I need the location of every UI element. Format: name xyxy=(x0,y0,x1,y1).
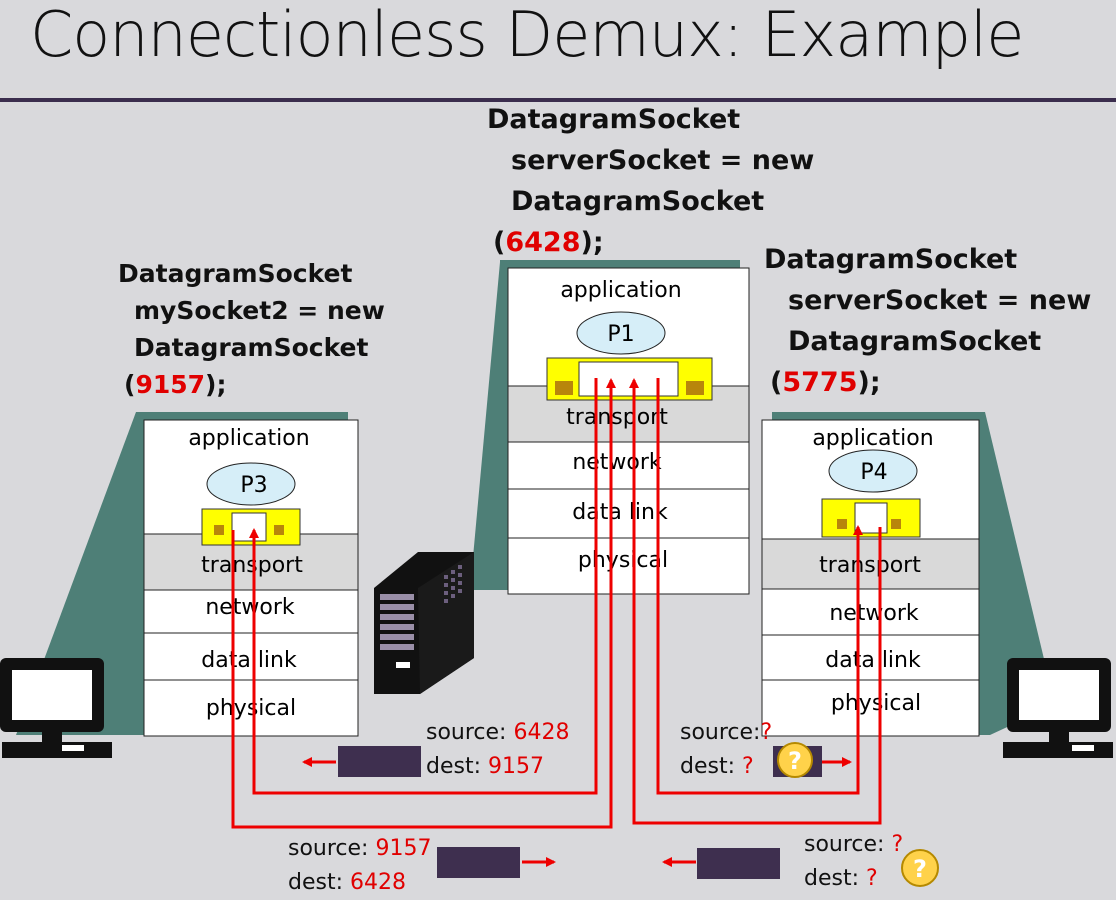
left-layer-transport: transport xyxy=(201,553,303,578)
server-protocol-stack: application transport network data link … xyxy=(507,267,750,595)
question-mark-icon: ? xyxy=(777,742,813,778)
packet-reply-left xyxy=(338,746,421,777)
server-process-bubble xyxy=(576,311,666,355)
server-layer-physical: physical xyxy=(578,548,668,573)
right-code-line3: DatagramSocket xyxy=(788,326,1042,357)
datagram-paths xyxy=(231,378,882,829)
path-p4-to-server xyxy=(629,378,882,825)
right-process-label: P4 xyxy=(860,460,887,485)
server-layer-network: network xyxy=(572,450,662,475)
reply-right-source: source:? xyxy=(680,720,773,745)
reply-right-dest: dest: ? xyxy=(680,754,754,779)
segment-label-request-left: source: 9157 dest: 6428 xyxy=(288,832,431,900)
left-code-line3: DatagramSocket xyxy=(134,333,369,362)
left-protocol-stack: application transport network data link … xyxy=(143,419,359,737)
desktop-computer-icon xyxy=(0,658,112,758)
server-socket-code: DatagramSocket serverSocket = new Datagr… xyxy=(487,99,814,263)
packet-request-left xyxy=(437,847,520,878)
segment-label-request-right: source: ? dest: ? xyxy=(804,828,903,896)
right-code-line2: serverSocket = new xyxy=(788,285,1092,316)
segment-label-reply-left: source: 6428 dest: 9157 xyxy=(426,716,569,784)
right-layer-physical: physical xyxy=(831,691,921,716)
request-left-source: source: 9157 xyxy=(288,836,432,861)
packet-request-right xyxy=(697,848,780,879)
path-server-to-p4 xyxy=(656,378,863,795)
right-layer-transport: transport xyxy=(819,553,921,578)
segment-label-reply-right: source:? dest: ? xyxy=(680,716,772,784)
left-process-bubble xyxy=(206,462,296,506)
left-port: 9157 xyxy=(135,370,206,399)
right-layer-network: network xyxy=(829,601,919,626)
request-right-source: source: ? xyxy=(804,832,904,857)
path-p3-to-server xyxy=(231,378,616,829)
svg-text:?: ? xyxy=(913,855,927,883)
server-tower-icon xyxy=(374,552,474,694)
server-socket xyxy=(546,357,713,401)
left-code-line2: mySocket2 = new xyxy=(134,296,385,325)
right-code-line4: (5775); xyxy=(770,367,881,398)
left-code-line1: DatagramSocket xyxy=(118,259,353,288)
server-layer-transport: transport xyxy=(566,405,668,430)
server-layer-datalink: data link xyxy=(572,500,668,525)
left-layer-physical: physical xyxy=(206,696,296,721)
left-code-line4: (9157); xyxy=(124,370,227,399)
reply-left-source: source: 6428 xyxy=(426,720,570,745)
left-layer-application: application xyxy=(188,426,309,451)
request-left-dest: dest: 6428 xyxy=(288,870,406,895)
server-layer-application: application xyxy=(560,278,681,303)
right-socket xyxy=(821,498,921,538)
left-layer-datalink: data link xyxy=(201,648,297,673)
server-process-label: P1 xyxy=(607,322,634,347)
right-layer-datalink: data link xyxy=(825,648,921,673)
right-protocol-stack: application transport network data link … xyxy=(761,419,980,737)
server-code-line4: (6428); xyxy=(493,227,604,258)
question-mark-icon: ? xyxy=(901,849,939,887)
request-right-dest: dest: ? xyxy=(804,866,878,891)
left-process-label: P3 xyxy=(240,473,267,498)
title-divider xyxy=(0,98,1116,102)
server-code-line2: serverSocket = new xyxy=(511,145,815,176)
server-code-line3: DatagramSocket xyxy=(511,186,765,217)
page-title: Connectionless Demux: Example xyxy=(30,0,1024,71)
right-socket-code: DatagramSocket serverSocket = new Datagr… xyxy=(764,239,1091,403)
left-socket-code: DatagramSocket mySocket2 = new DatagramS… xyxy=(118,255,385,403)
right-layer-application: application xyxy=(812,426,933,451)
left-socket xyxy=(201,508,301,546)
right-code-line1: DatagramSocket xyxy=(764,244,1018,275)
right-port: 5775 xyxy=(782,367,858,398)
right-process-bubble xyxy=(828,449,918,493)
server-host-teal-wedge xyxy=(470,262,508,590)
server-port: 6428 xyxy=(505,227,581,258)
path-server-to-p3-up xyxy=(249,378,598,795)
svg-text:?: ? xyxy=(788,747,802,775)
server-code-line1: DatagramSocket xyxy=(487,104,741,135)
desktop-computer-icon xyxy=(1003,658,1113,758)
reply-left-dest: dest: 9157 xyxy=(426,754,544,779)
left-layer-network: network xyxy=(205,595,295,620)
